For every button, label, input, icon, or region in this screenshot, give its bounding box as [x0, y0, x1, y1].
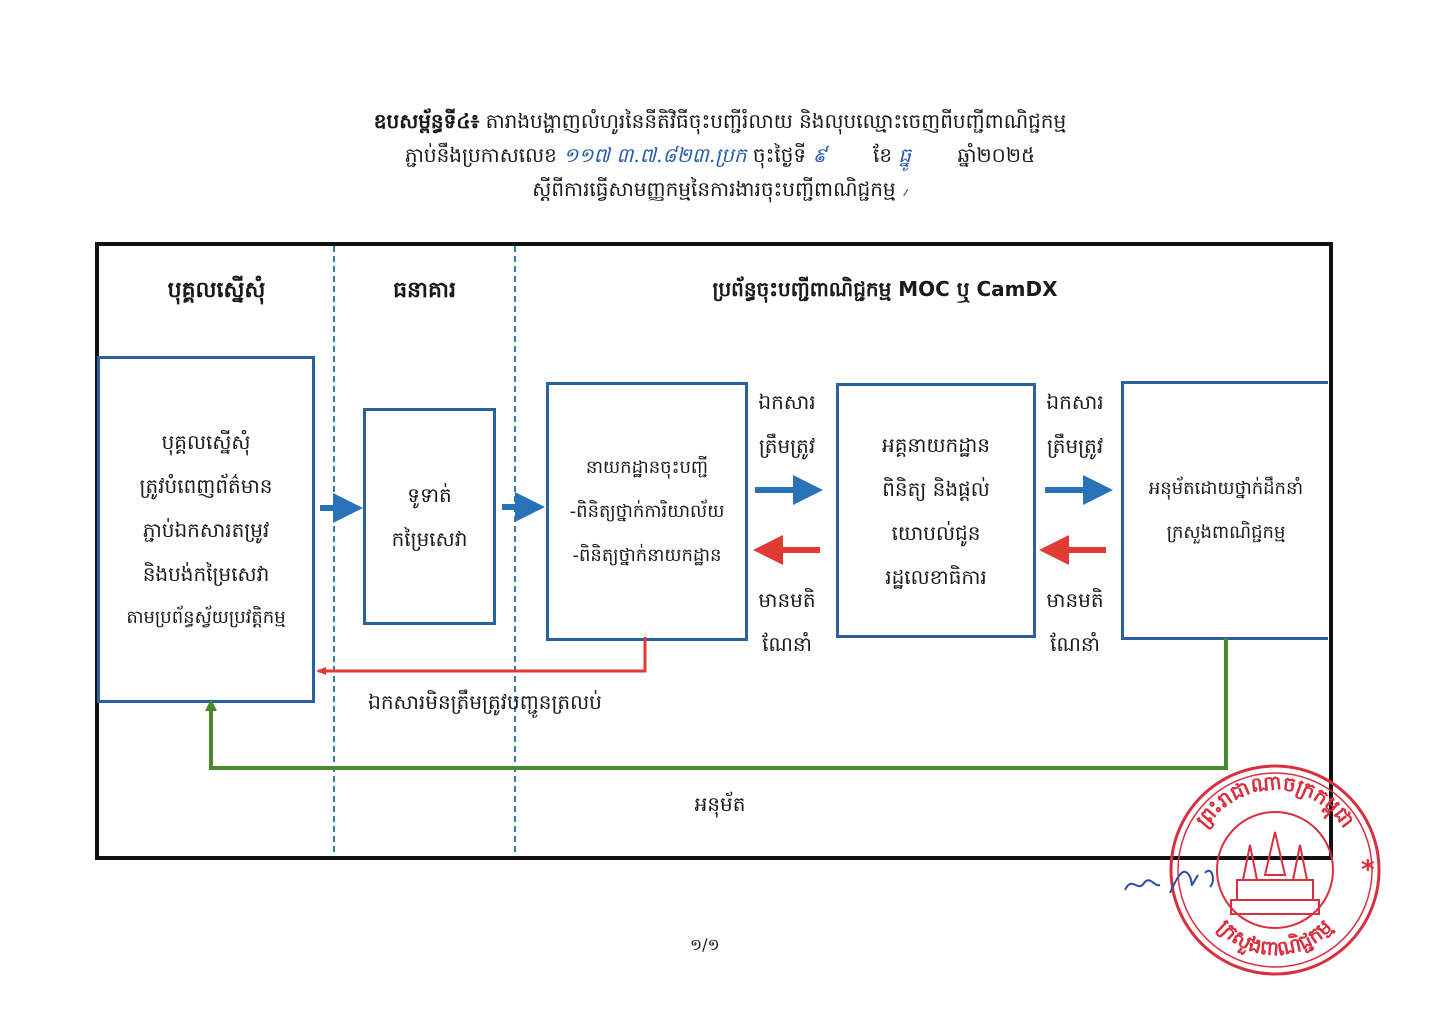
- lane-divider-2: [514, 246, 516, 852]
- box-line: -ពិនិត្យថ្នាក់នាយកដ្ឋាន: [572, 544, 722, 566]
- box-line: ទូទាត់: [407, 482, 452, 507]
- ministry-stamp-icon: ព្រះរាជាណាចក្រកម្ពុជា ក្រសួងពាណិជ្ជកម្ម …: [1169, 764, 1381, 976]
- box-line: -ពិនិត្យថ្នាក់ការិយាល័យ: [569, 500, 725, 522]
- box-line: យោបល់ជូន: [891, 520, 981, 545]
- box-line: រដ្ឋលេខាធិការ: [885, 564, 987, 589]
- box-line: បុគ្គលស្នើសុំ: [161, 429, 251, 454]
- lane-header-system: ប្រព័ន្ធចុះបញ្ជីពាណិជ្ជកម្ម MOC ឬ CamDX: [712, 277, 1058, 301]
- box-line: អគ្គនាយកដ្ឋាន: [882, 432, 990, 457]
- box-line: ក្រសួងពាណិជ្ជកម្ម: [1166, 521, 1286, 543]
- label-line: មានមតិ: [1046, 588, 1104, 612]
- box-line: អនុម័តដោយថ្នាក់ដឹកនាំ: [1148, 477, 1304, 499]
- svg-text:ក្រសួងពាណិជ្ជកម្ម: ក្រសួងពាណិជ្ជកម្ម: [1213, 914, 1337, 960]
- arrow-return-invalid: [316, 637, 647, 675]
- document-title: ឧបសម្ព័ន្ធទី៤៖ តារាងបង្ហាញលំហូរនៃនីតិវិធ…: [0, 104, 1440, 206]
- page-number: ១/១: [690, 935, 720, 954]
- box-line: ភ្ជាប់ឯកសារតម្រូវ: [142, 517, 270, 542]
- title-text: តារាងបង្ហាញលំហូរនៃនីតិវិធីចុះបញ្ជីរំលាយ …: [485, 109, 1067, 133]
- label-line: មានមតិ: [758, 588, 816, 612]
- month-label: ខែ: [873, 143, 893, 167]
- signature-icon: [1124, 869, 1214, 894]
- box-applicant: បុគ្គលស្នើសុំ ត្រូវបំពេញព័ត៌មាន ភ្ជាប់ឯក…: [97, 356, 315, 703]
- label-back-1: មានមតិ ណែនាំ: [752, 578, 822, 666]
- svg-text:ព្រះរាជាណាចក្រកម្ពុជា: ព្រះរាជាណាចក្រកម្ពុជា: [1191, 770, 1360, 833]
- box-line: កម្រៃសេវា: [391, 526, 468, 551]
- annex-label: ឧបសម្ព័ន្ធទី៤៖: [373, 109, 480, 133]
- label-return-invalid: ឯកសារមិនត្រឹមត្រូវបញ្ជូនត្រលប់: [368, 690, 602, 714]
- box-general-department: អគ្គនាយកដ្ឋាន ពិនិត្យ និងផ្ដល់ យោបល់ជូន …: [836, 383, 1036, 638]
- date-day-label: ចុះថ្ងៃទី: [752, 143, 807, 167]
- initial-mark: ៸: [901, 177, 908, 201]
- title-line-1: ឧបសម្ព័ន្ធទី៤៖ តារាងបង្ហាញលំហូរនៃនីតិវិធ…: [0, 104, 1440, 138]
- decree-number: ១១៧ ៣.៧.៨២៣.ប្រក: [563, 143, 747, 167]
- label-line: ត្រឹមត្រូវ: [1046, 434, 1104, 458]
- arrow-approved: [205, 638, 1228, 770]
- date-day: ៩: [812, 143, 827, 167]
- lane-divider-1: [333, 246, 335, 852]
- subject: ស្ដីពីការធ្វើសាមញ្ញកម្មនៃការងារចុះបញ្ជីព…: [532, 177, 896, 201]
- year-value: ឆ្នាំ២០២៥: [957, 143, 1036, 167]
- label-back-2: មានមតិ ណែនាំ: [1040, 578, 1110, 666]
- box-line: ពិនិត្យ និងផ្ដល់: [882, 476, 990, 501]
- label-line: ត្រឹមត្រូវ: [758, 434, 816, 458]
- month-value: ធ្នូ: [898, 143, 912, 167]
- box-line: តាមប្រព័ន្ធស្វ័យប្រវត្តិកម្ម: [126, 606, 286, 628]
- svg-text:*: *: [1361, 855, 1375, 885]
- title-line-3: ស្ដីពីការធ្វើសាមញ្ញកម្មនៃការងារចុះបញ្ជីព…: [0, 172, 1440, 206]
- lane-header-applicant: បុគ្គលស្នើសុំ: [167, 278, 266, 303]
- lane-header-bank: ធនាគារ: [393, 278, 456, 303]
- label-forward-1: ឯកសារ ត្រឹមត្រូវ: [752, 380, 822, 468]
- box-line: នាយកដ្ឋានចុះបញ្ជី: [585, 456, 709, 478]
- box-registration-department: នាយកដ្ឋានចុះបញ្ជី -ពិនិត្យថ្នាក់ការិយាល័…: [546, 382, 748, 641]
- label-line: ឯកសារ: [1046, 390, 1104, 414]
- label-line: ឯកសារ: [758, 390, 816, 414]
- decree-prefix: ភ្ជាប់នឹងប្រកាសលេខ: [404, 143, 557, 167]
- box-bank-payment: ទូទាត់ កម្រៃសេវា: [363, 408, 496, 625]
- label-line: ណែនាំ: [1050, 632, 1100, 656]
- label-approved: អនុម័ត: [694, 792, 746, 816]
- label-forward-2: ឯកសារ ត្រឹមត្រូវ: [1040, 380, 1110, 468]
- title-line-2: ភ្ជាប់នឹងប្រកាសលេខ ១១៧ ៣.៧.៨២៣.ប្រក ចុះថ…: [0, 138, 1440, 172]
- box-line: ត្រូវបំពេញព័ត៌មាន: [139, 473, 273, 498]
- label-line: ណែនាំ: [762, 632, 812, 656]
- box-line: និងបង់កម្រៃសេវា: [142, 561, 270, 586]
